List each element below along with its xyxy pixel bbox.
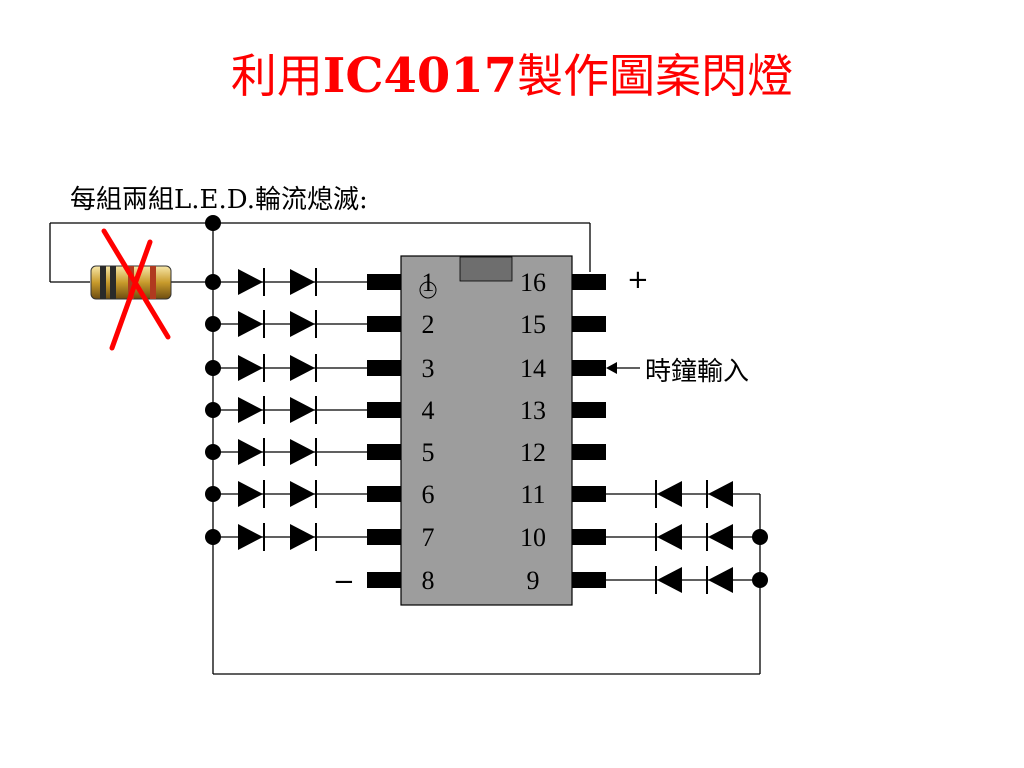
chip-right-pin xyxy=(572,572,606,588)
clock-input-arrowhead xyxy=(606,362,617,374)
led-diode-icon xyxy=(238,397,263,423)
chip-left-pin-number: 7 xyxy=(422,523,435,552)
chip-left-pin xyxy=(367,486,401,502)
chip-orientation-notch xyxy=(459,256,513,282)
led-groups xyxy=(213,268,760,594)
led-pair-right xyxy=(606,566,760,594)
led-diode-icon xyxy=(708,524,733,550)
chip-right-pin xyxy=(572,529,606,545)
led-diode-icon xyxy=(290,524,315,550)
resistor-cross-out-mark xyxy=(101,228,171,351)
chip-right-pin xyxy=(572,444,606,460)
plus-supply-label: + xyxy=(627,265,649,295)
resistor xyxy=(90,265,172,300)
chip-right-pin-number: 11 xyxy=(520,480,545,509)
chip-left-pin xyxy=(367,274,401,290)
title-suffix: 製作圖案閃燈 xyxy=(517,49,794,103)
led-diode-icon xyxy=(708,567,733,593)
chip-left-pin xyxy=(367,529,401,545)
chip-right-pin-number: 9 xyxy=(527,566,540,595)
title-prefix: 利用 xyxy=(230,49,323,103)
led-pair-left xyxy=(213,523,367,551)
led-diode-icon xyxy=(657,567,682,593)
led-pair-right xyxy=(606,480,740,508)
led-pair-left xyxy=(213,396,367,424)
junction-dot xyxy=(205,402,221,418)
chip-left-pin-number: 2 xyxy=(422,310,435,339)
chip-left-pin-number: 6 xyxy=(422,480,435,509)
led-diode-icon xyxy=(290,311,315,337)
chip-right-pin xyxy=(572,486,606,502)
junction-dot xyxy=(752,572,768,588)
led-diode-icon xyxy=(290,481,315,507)
led-diode-icon xyxy=(238,355,263,381)
led-pair-left xyxy=(213,268,367,296)
led-diode-icon xyxy=(238,311,263,337)
chip-right-pin-number: 10 xyxy=(520,523,546,552)
junction-dot xyxy=(752,529,768,545)
led-diode-icon xyxy=(290,355,315,381)
clock-input-label: 時鐘輸入 xyxy=(645,357,749,387)
junction-dot xyxy=(205,215,221,231)
chip-right-pin xyxy=(572,274,606,290)
led-diode-icon xyxy=(290,439,315,465)
chip-right-pin-number: 14 xyxy=(520,354,546,383)
pin1-marker-dot xyxy=(419,281,437,299)
slide-title: 利用IC4017製作圖案閃燈 xyxy=(0,38,1024,114)
led-pair-left xyxy=(213,438,367,466)
chip-left-pin-number: 3 xyxy=(422,354,435,383)
junction-dot xyxy=(205,444,221,460)
junction-dot xyxy=(205,360,221,376)
chip-right-pin-number: 13 xyxy=(520,396,546,425)
led-diode-icon xyxy=(290,397,315,423)
led-diode-icon xyxy=(238,481,263,507)
led-diode-icon xyxy=(238,524,263,550)
led-diode-icon xyxy=(708,481,733,507)
circuit-caption: 每組兩組L.E.D.輪流熄滅: xyxy=(70,185,368,215)
led-pair-right xyxy=(606,523,760,551)
chip-right-pin-number: 15 xyxy=(520,310,546,339)
led-diode-icon xyxy=(238,269,263,295)
junction-dots xyxy=(205,215,768,588)
chip-right-pin-number: 12 xyxy=(520,438,546,467)
led-pair-left xyxy=(213,310,367,338)
chip-left-pin-number: 4 xyxy=(422,396,435,425)
junction-dot xyxy=(205,316,221,332)
chip-left-pin xyxy=(367,316,401,332)
chip-left-pin xyxy=(367,360,401,376)
chip-left-pin-number: 8 xyxy=(422,566,435,595)
chip-left-pin xyxy=(367,572,401,588)
chip-right-pin xyxy=(572,316,606,332)
chip-pins xyxy=(367,274,606,588)
minus-ground-label: − xyxy=(333,567,355,597)
chip-left-pin xyxy=(367,402,401,418)
led-diode-icon xyxy=(657,481,682,507)
led-pair-left xyxy=(213,354,367,382)
chip-right-pin xyxy=(572,402,606,418)
led-diode-icon xyxy=(290,269,315,295)
led-diode-icon xyxy=(657,524,682,550)
led-pair-left xyxy=(213,480,367,508)
junction-dot xyxy=(205,529,221,545)
chip-left-pin-number: 1 xyxy=(422,268,435,297)
title-chip-name: IC4017 xyxy=(322,48,518,104)
ic4017-chip-body xyxy=(400,255,573,606)
chip-right-pin xyxy=(572,360,606,376)
led-diode-icon xyxy=(238,439,263,465)
chip-right-pin-number: 16 xyxy=(520,268,546,297)
chip-left-pin xyxy=(367,444,401,460)
junction-dot xyxy=(205,486,221,502)
junction-dot xyxy=(205,274,221,290)
chip-left-pin-number: 5 xyxy=(422,438,435,467)
